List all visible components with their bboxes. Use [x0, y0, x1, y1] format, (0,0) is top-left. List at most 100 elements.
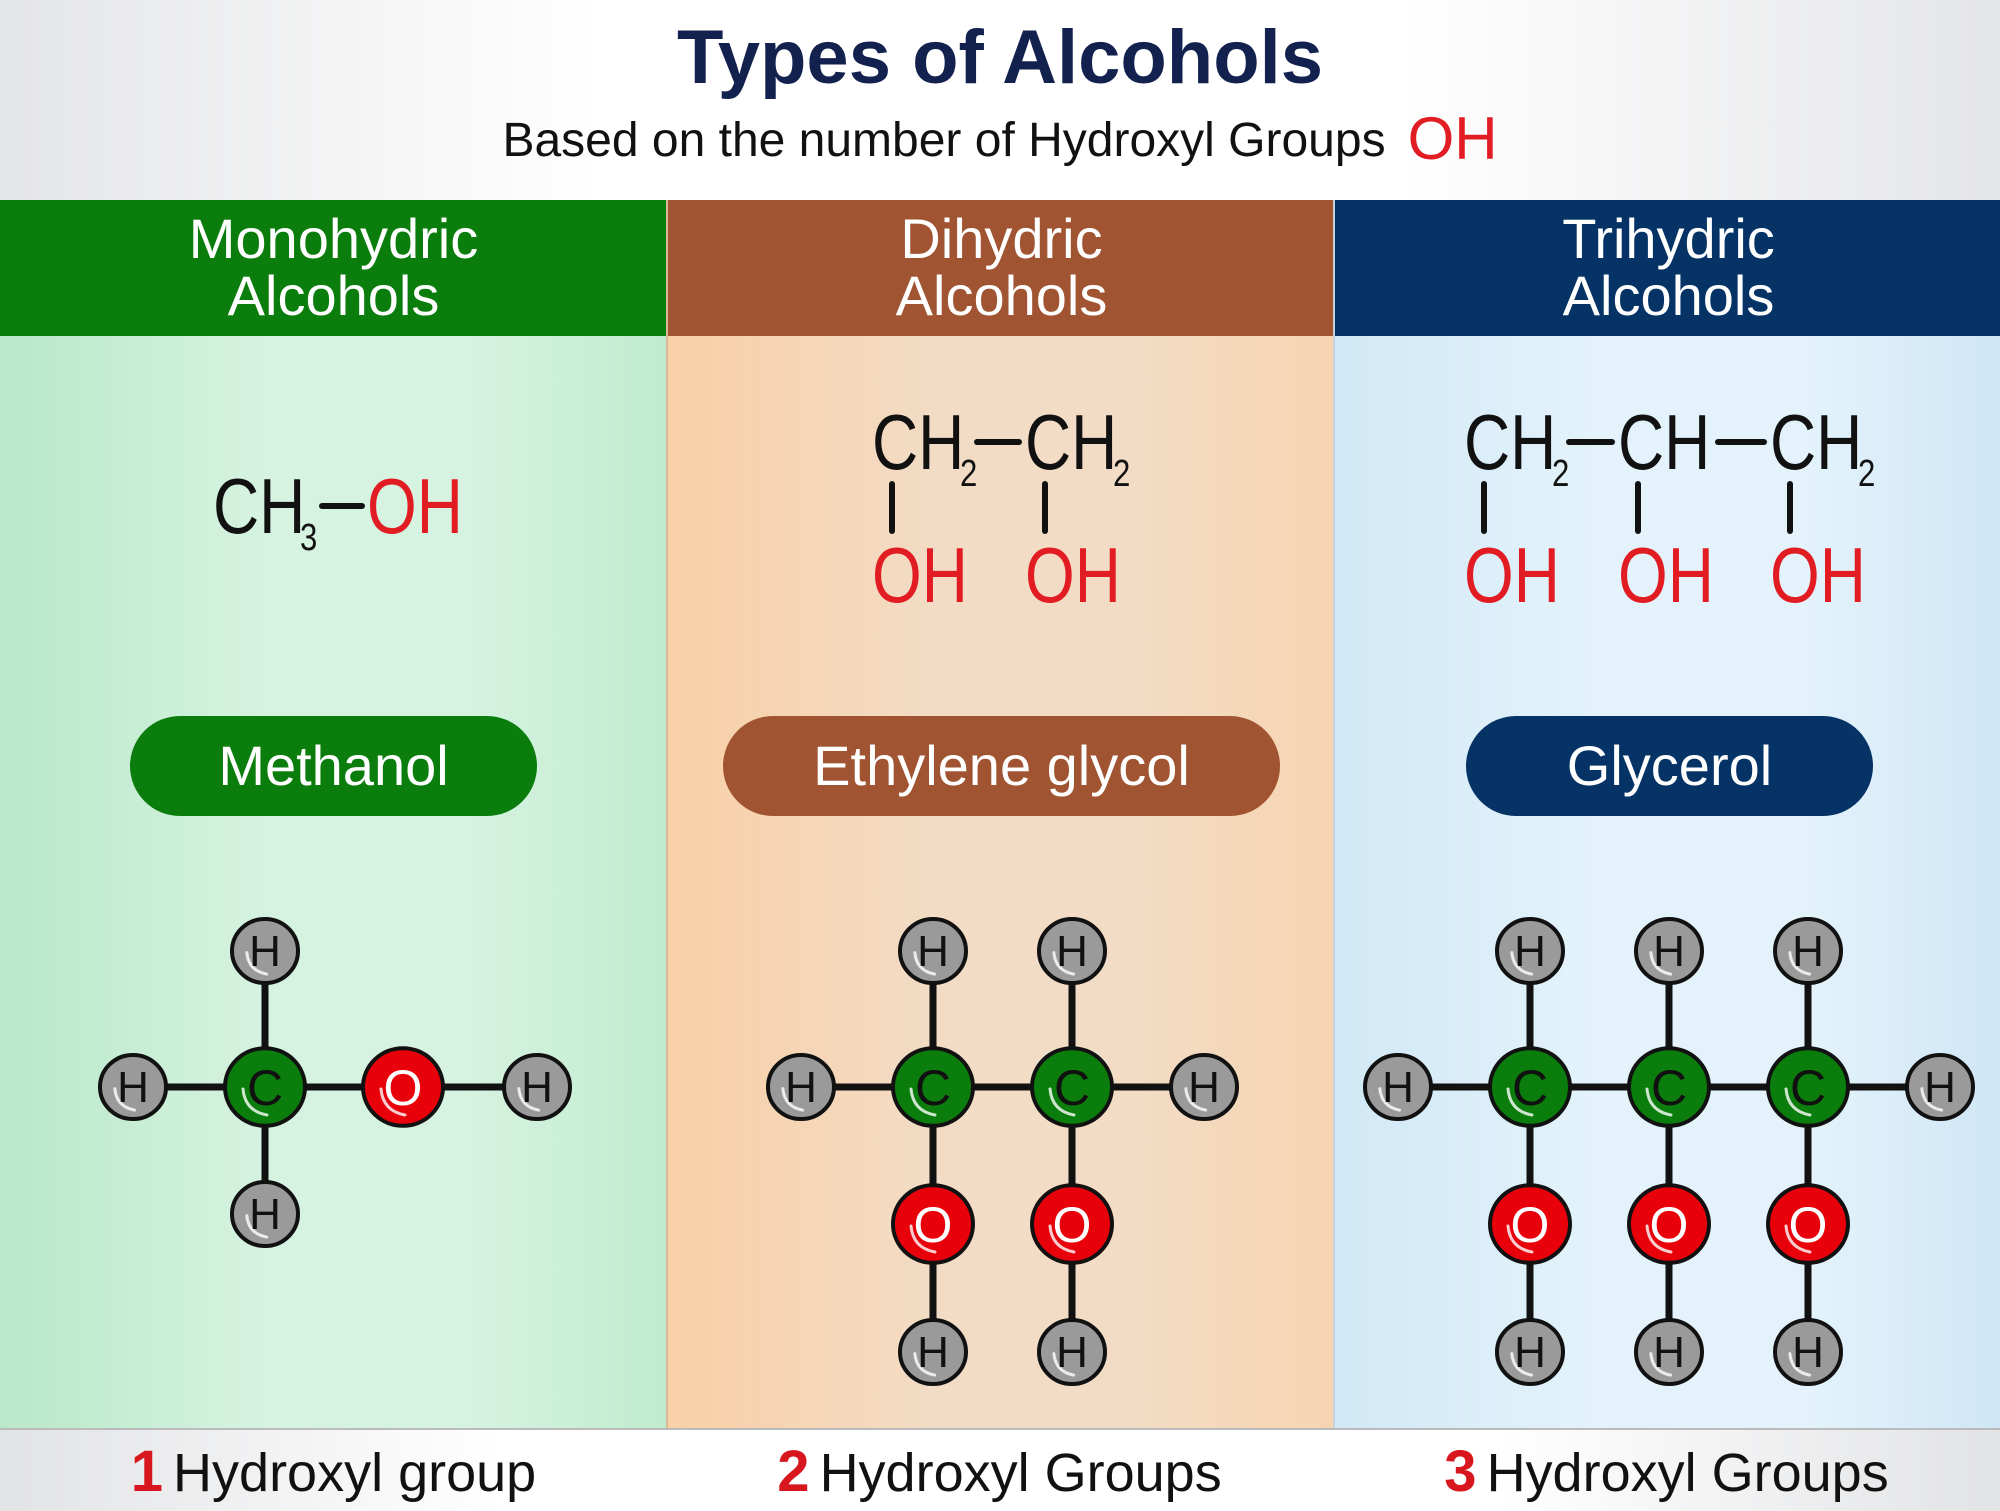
hydrogen-atom: H	[1773, 916, 1843, 986]
atom-ball	[1363, 1052, 1433, 1122]
footer-label: Hydroxyl Groups	[819, 1443, 1222, 1503]
subtitle-hydroxyl: OH	[1407, 105, 1498, 172]
atom-highlight	[1645, 1087, 1673, 1117]
atom-highlight	[781, 1087, 805, 1112]
atom-highlight	[241, 1087, 269, 1117]
atom-ball	[1169, 1052, 1239, 1122]
compound-name-badge: Glycerol	[1466, 716, 1873, 816]
hydrogen-atom: H	[1363, 1052, 1433, 1122]
atom-highlight	[1378, 1087, 1402, 1112]
header-line: Trihydric	[1562, 207, 1775, 270]
atom-ball	[1905, 1052, 1975, 1122]
formula-text: CH	[213, 463, 305, 550]
formula-hydroxyl: OH	[872, 532, 968, 619]
atom-highlight	[1184, 1087, 1208, 1112]
atom-label: O	[1789, 1197, 1828, 1253]
hydrogen-atom: H	[230, 1179, 300, 1249]
atom-label: H	[1382, 1063, 1414, 1112]
atom-ball	[1627, 1046, 1711, 1128]
atom-label: H	[1792, 927, 1824, 976]
oxygen-atom: O	[1030, 1183, 1114, 1265]
atom-label: O	[1650, 1197, 1689, 1253]
hydrogen-atom: H	[1495, 916, 1565, 986]
atom-label: C	[1054, 1060, 1090, 1116]
hydroxyl-count: 3	[1444, 1439, 1477, 1504]
hydroxyl-count: 1	[130, 1439, 164, 1504]
atom-ball	[898, 1317, 968, 1387]
formula-text: CH	[1025, 399, 1117, 486]
hydrogen-atom: H	[502, 1052, 572, 1122]
atom-label: H	[1653, 1328, 1685, 1377]
hydroxyl-count: 2	[777, 1439, 810, 1504]
atom-label: C	[915, 1060, 951, 1116]
atom-ball	[1766, 1183, 1850, 1265]
atom-ball	[766, 1052, 836, 1122]
atom-ball	[1037, 916, 1107, 986]
subtitle-text: Based on the number of Hydroxyl Groups	[502, 114, 1386, 167]
formula-hydroxyl: OH	[1618, 532, 1714, 619]
atom-highlight	[1052, 1352, 1076, 1377]
formula-text: CH	[1464, 399, 1556, 486]
formula-subscript: 2	[1858, 453, 1875, 495]
atom-label: H	[1792, 1328, 1824, 1377]
atom-highlight	[245, 951, 269, 976]
atom-highlight	[1510, 1352, 1534, 1377]
atom-label: O	[914, 1197, 953, 1253]
atom-label: H	[1514, 927, 1546, 976]
atom-highlight	[1506, 1087, 1534, 1117]
atom-highlight	[909, 1224, 937, 1254]
hydrogen-atom: H	[98, 1052, 168, 1122]
hydrogen-atom: H	[898, 916, 968, 986]
atom-highlight	[1052, 951, 1076, 976]
atom-highlight	[1784, 1087, 1812, 1117]
formula-subscript: 3	[300, 517, 317, 559]
atom-ball	[1634, 1317, 1704, 1387]
atom-label: C	[247, 1060, 283, 1116]
atom-label: C	[1512, 1060, 1548, 1116]
oxygen-atom: O	[1488, 1183, 1572, 1265]
hydrogen-atom: H	[1634, 916, 1704, 986]
formula-text: CH	[1770, 399, 1862, 486]
atom-ball	[1495, 916, 1565, 986]
atom-ball	[891, 1046, 975, 1128]
atom-ball	[1773, 1317, 1843, 1387]
atom-ball	[1495, 1317, 1565, 1387]
atom-label: H	[1653, 927, 1685, 976]
atom-ball	[98, 1052, 168, 1122]
atom-label: H	[1924, 1063, 1956, 1112]
hydrogen-atom: H	[1169, 1052, 1239, 1122]
footer-label: Hydroxyl Groups	[1486, 1443, 1889, 1503]
atom-ball	[230, 916, 300, 986]
header-line: Alcohols	[227, 264, 440, 327]
atom-label: O	[1511, 1197, 1550, 1253]
formula-subscript: 2	[1552, 453, 1569, 495]
formula-text: CH	[1618, 399, 1710, 486]
atom-highlight	[113, 1087, 137, 1112]
atom-label: O	[1053, 1197, 1092, 1253]
header-line: Alcohols	[895, 264, 1108, 327]
atom-label: H	[1056, 927, 1088, 976]
atom-highlight	[1784, 1224, 1812, 1254]
carbon-atom: C	[1030, 1046, 1114, 1128]
formula-hydroxyl: OH	[1770, 532, 1866, 619]
atom-label: H	[1188, 1063, 1220, 1112]
atom-highlight	[1920, 1087, 1944, 1112]
hydrogen-atom: H	[230, 916, 300, 986]
hydrogen-atom: H	[1634, 1317, 1704, 1387]
atom-label: H	[1056, 1328, 1088, 1377]
atom-label: H	[1514, 1328, 1546, 1377]
compound-name-badge: Methanol	[130, 716, 537, 816]
atom-label: H	[917, 1328, 949, 1377]
compound-name-badge: Ethylene glycol	[723, 716, 1280, 816]
atom-ball	[1634, 916, 1704, 986]
